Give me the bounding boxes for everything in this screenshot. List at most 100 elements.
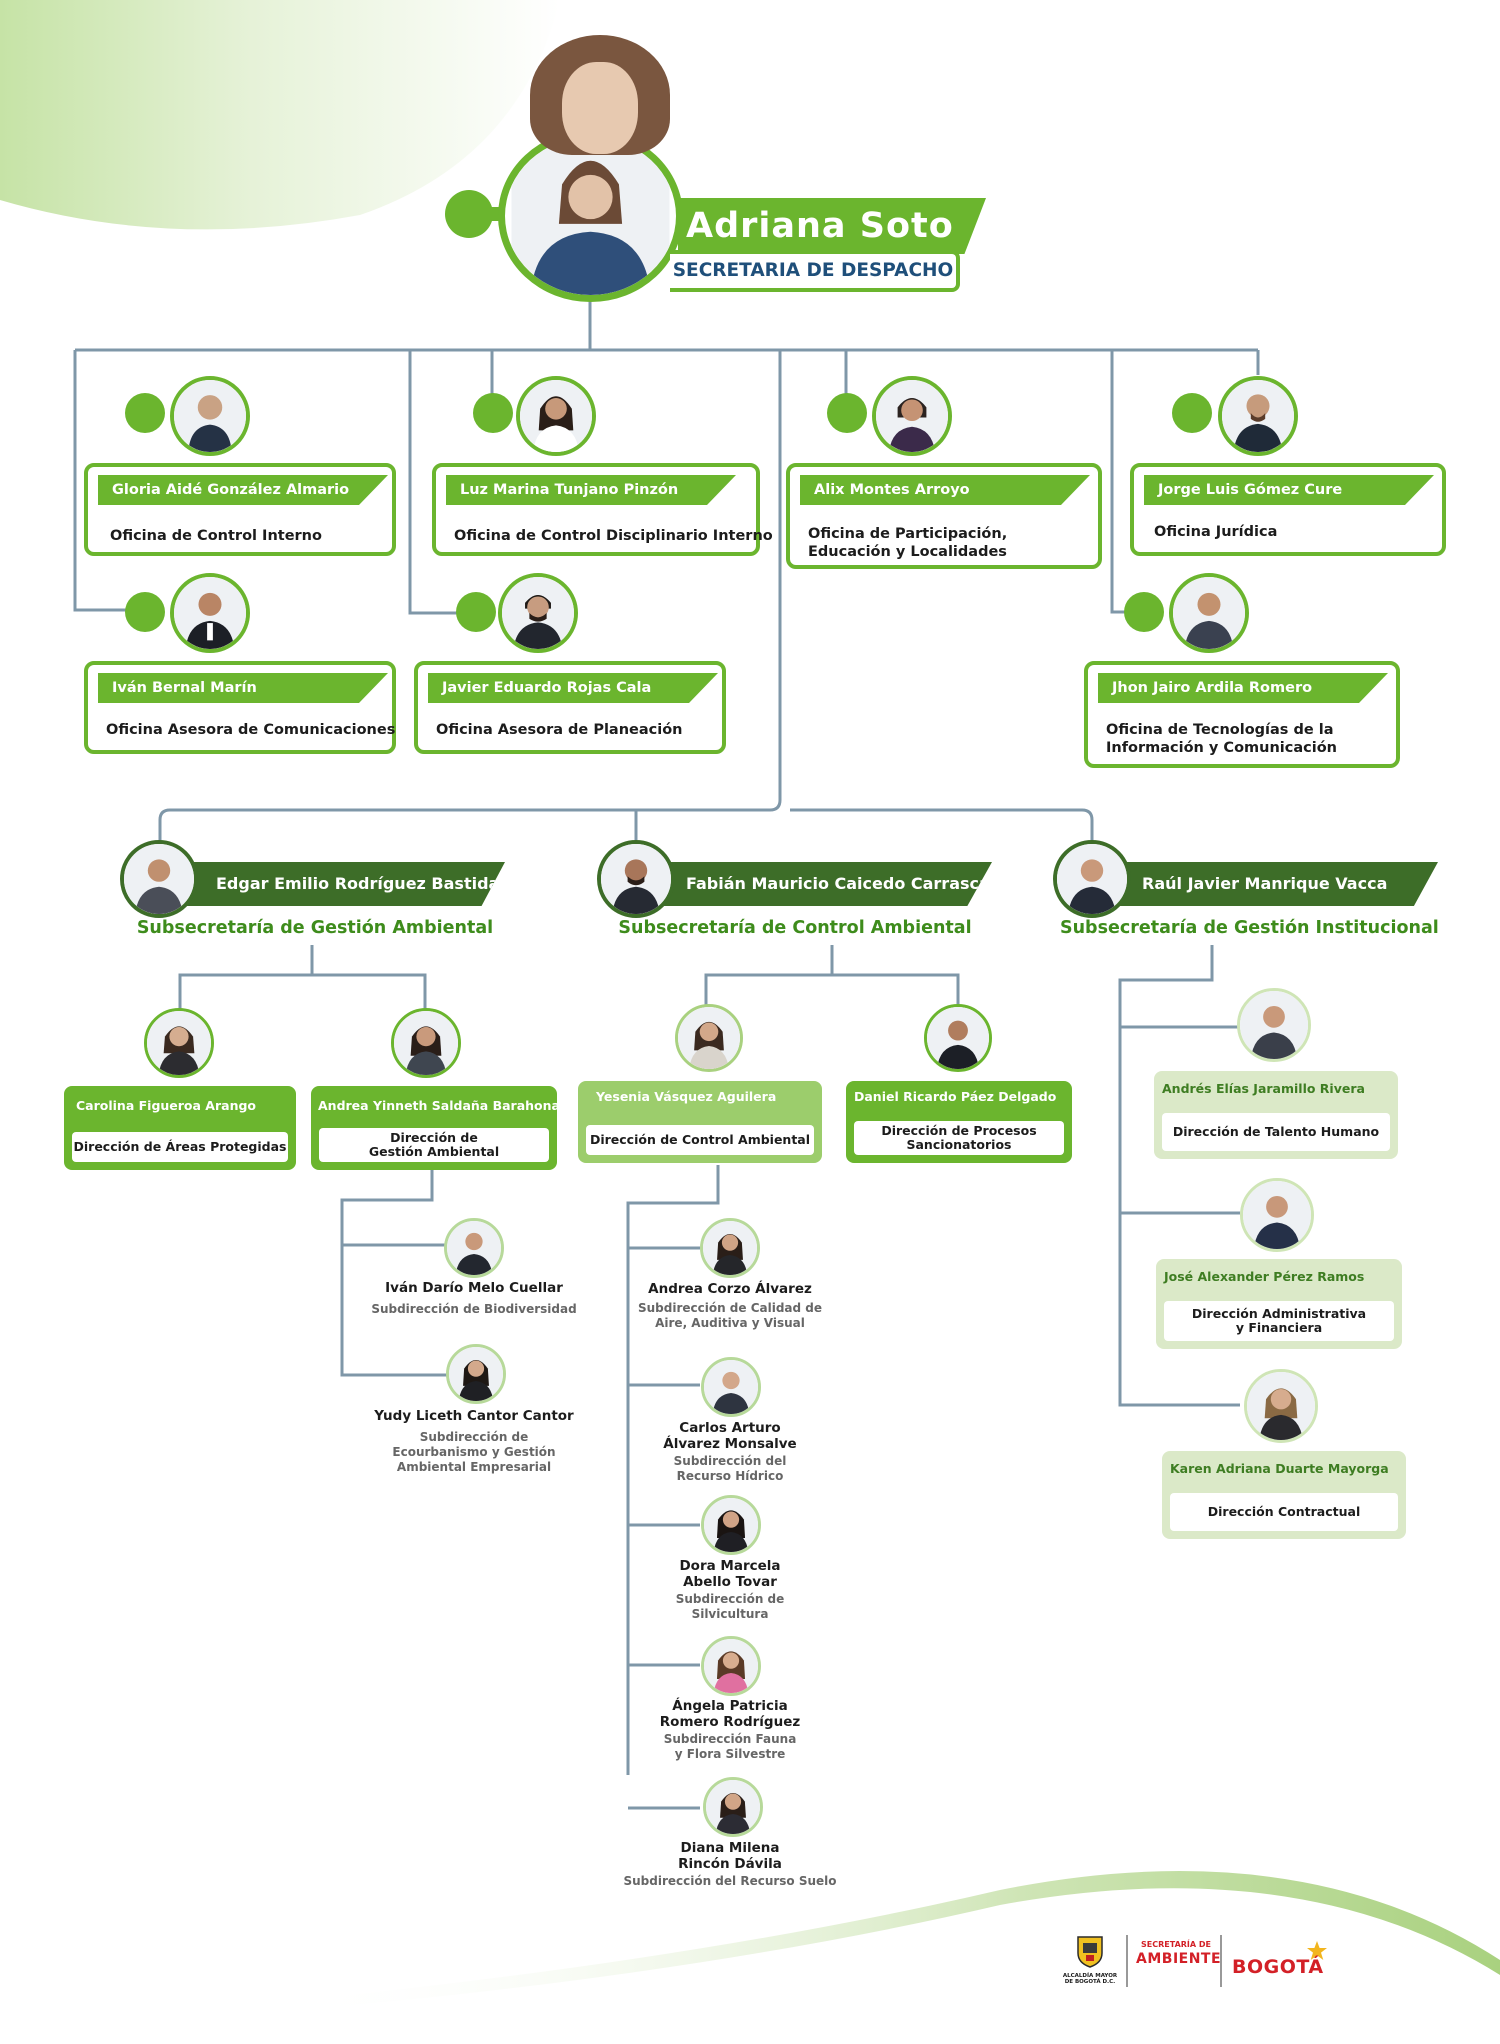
direccion-card: Andrés Elías Jaramillo Rivera Dirección … — [1154, 1071, 1398, 1159]
office-unit: Oficina de Participación, Educación y Lo… — [808, 526, 1008, 560]
direccion-card: Carolina Figueroa Arango Dirección de Ár… — [64, 1086, 296, 1170]
person-photo-icon — [1057, 844, 1127, 914]
office-photo — [170, 376, 250, 456]
person-photo-icon — [704, 1498, 758, 1552]
head-photo — [498, 130, 683, 302]
subdireccion-unit: Subdirección del Recurso Suelo — [623, 1874, 837, 1888]
subdireccion-photo — [446, 1344, 506, 1404]
direccion-photo — [391, 1008, 461, 1078]
office-person-name: Gloria Aidé González Almario — [98, 475, 388, 505]
subdireccion-photo — [701, 1495, 761, 1555]
top-left-swoosh — [0, 0, 560, 230]
direccion-card: Daniel Ricardo Páez Delgado Dirección de… — [846, 1081, 1072, 1163]
direccion-person-name: Andrea Yinneth Saldaña Barahona — [318, 1098, 560, 1113]
secretaria-big-text: AMBIENTE — [1136, 1951, 1222, 1967]
head-title: SECRETARIA DE DESPACHO — [670, 250, 960, 292]
office-photo — [1169, 573, 1249, 653]
person-photo-icon — [394, 1011, 458, 1075]
office-person-name: Luz Marina Tunjano Pinzón — [446, 475, 736, 505]
head-face — [562, 62, 638, 154]
office-unit: Oficina Asesora de Comunicaciones — [106, 722, 396, 738]
person-photo-icon — [124, 844, 194, 914]
direccion-photo — [924, 1004, 992, 1072]
office-unit: Oficina de Control Disciplinario Interno — [454, 528, 773, 544]
direccion-person-name: Andrés Elías Jaramillo Rivera — [1162, 1081, 1365, 1096]
person-photo-icon — [1173, 577, 1245, 649]
connector-knob-icon — [1124, 592, 1164, 632]
office-unit: Oficina Jurídica — [1154, 524, 1278, 540]
office-card: Jorge Luis Gómez Cure Oficina Jurídica — [1130, 463, 1446, 556]
person-photo-icon — [449, 1347, 503, 1401]
person-photo-icon — [927, 1007, 989, 1069]
direccion-photo — [675, 1004, 743, 1072]
office-card: Alix Montes Arroyo Oficina de Participac… — [786, 463, 1102, 569]
star-icon — [1307, 1941, 1327, 1960]
subsecretaria-name-bar: Fabián Mauricio Caicedo Carrascal — [640, 862, 992, 906]
direccion-unit: Dirección Contractual — [1170, 1493, 1398, 1531]
alcaldia-text: ALCALDÍA MAYOR DE BOGOTÁ D.C. — [1062, 1973, 1118, 1985]
secretaria-ambiente-logo: SECRETARÍA DE AMBIENTE — [1136, 1940, 1222, 1968]
person-photo-icon — [447, 1221, 501, 1275]
direccion-photo — [1237, 988, 1311, 1062]
subsecretaria-unit: Subsecretaría de Gestión Institucional — [1060, 918, 1439, 938]
connector-knob-icon — [456, 592, 496, 632]
connector-knob-icon — [125, 393, 165, 433]
office-person-name: Iván Bernal Marín — [98, 673, 388, 703]
direccion-photo — [144, 1008, 214, 1078]
subdireccion-person-name: Diana Milena Rincón Dávila — [678, 1840, 782, 1872]
subdireccion-block: Iván Darío Melo Cuellar Subdirección de … — [364, 1280, 584, 1317]
direccion-card: José Alexander Pérez Ramos Dirección Adm… — [1156, 1259, 1402, 1349]
subdireccion-photo — [703, 1777, 763, 1837]
person-photo-icon — [511, 137, 670, 295]
coat-of-arms-icon — [1077, 1936, 1103, 1968]
person-photo-icon — [703, 1221, 757, 1275]
subdireccion-unit: Subdirección de Silvicultura — [675, 1592, 785, 1621]
direccion-photo — [1240, 1178, 1314, 1252]
subdireccion-unit: Subdirección del Recurso Hídrico — [673, 1454, 787, 1483]
bogota-text: BOGOTÁ — [1232, 1956, 1324, 1978]
subdireccion-block: Diana Milena Rincón Dávila Subdirección … — [620, 1840, 840, 1889]
person-photo-icon — [704, 1639, 758, 1693]
direccion-unit: Dirección de Control Ambiental — [586, 1125, 814, 1155]
connector-knob-icon — [827, 393, 867, 433]
subsecretaria-photo — [597, 840, 675, 918]
person-photo-icon — [704, 1360, 758, 1414]
direccion-person-name: Karen Adriana Duarte Mayorga — [1170, 1461, 1389, 1476]
person-photo-icon — [876, 380, 948, 452]
office-photo — [1218, 376, 1298, 456]
direccion-photo — [1244, 1369, 1318, 1443]
office-person-name: Jhon Jairo Ardila Romero — [1098, 673, 1388, 703]
subdireccion-photo — [700, 1218, 760, 1278]
direccion-unit: Dirección de Talento Humano — [1162, 1113, 1390, 1151]
subsecretaria-unit: Subsecretaría de Gestión Ambiental — [136, 918, 494, 938]
subdireccion-photo — [701, 1636, 761, 1696]
office-card: Jhon Jairo Ardila Romero Oficina de Tecn… — [1084, 661, 1400, 768]
subdireccion-photo — [701, 1357, 761, 1417]
office-photo — [498, 573, 578, 653]
direccion-card: Andrea Yinneth Saldaña Barahona Direcció… — [311, 1086, 560, 1170]
subdireccion-block: Ángela Patricia Romero Rodríguez Subdire… — [620, 1698, 840, 1762]
subdireccion-person-name: Iván Darío Melo Cuellar — [385, 1280, 563, 1296]
person-photo-icon — [147, 1011, 211, 1075]
direccion-person-name: Carolina Figueroa Arango — [76, 1098, 257, 1113]
subdireccion-block: Andrea Corzo Álvarez Subdirección de Cal… — [620, 1281, 840, 1331]
subdireccion-person-name: Ángela Patricia Romero Rodríguez — [659, 1698, 801, 1730]
office-person-name: Jorge Luis Gómez Cure — [1144, 475, 1434, 505]
subdireccion-block: Yudy Liceth Cantor Cantor Subdirección d… — [364, 1408, 584, 1475]
person-photo-icon — [1243, 1181, 1311, 1249]
subdireccion-block: Carlos Arturo Álvarez Monsalve Subdirecc… — [620, 1420, 840, 1484]
logo-divider — [1220, 1935, 1222, 1987]
office-card: Gloria Aidé González Almario Oficina de … — [84, 463, 396, 556]
direccion-card: Karen Adriana Duarte Mayorga Dirección C… — [1162, 1451, 1406, 1539]
bottom-swoosh — [300, 1871, 1500, 2010]
office-card: Luz Marina Tunjano Pinzón Oficina de Con… — [432, 463, 773, 556]
person-photo-icon — [706, 1780, 760, 1834]
person-photo-icon — [1240, 991, 1308, 1059]
head-name: Adriana Soto — [678, 198, 986, 254]
person-photo-icon — [520, 380, 592, 452]
subsecretaria-name-bar: Raúl Javier Manrique Vacca — [1094, 862, 1438, 906]
direccion-unit: Dirección de Procesos Sancionatorios — [854, 1121, 1064, 1155]
person-photo-icon — [174, 577, 246, 649]
